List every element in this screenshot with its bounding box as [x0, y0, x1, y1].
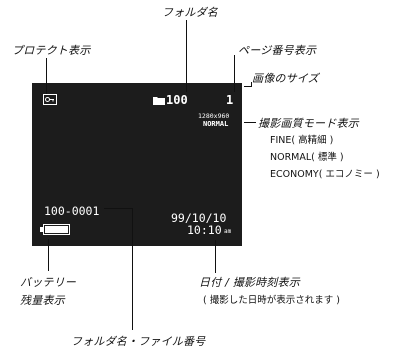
quality-mode-value: NORMAL: [203, 120, 229, 128]
file-number: 100-0001: [44, 204, 100, 218]
protect-leader: [46, 58, 47, 94]
file-number-leader-h: [104, 208, 133, 209]
ampm-indicator: am: [224, 228, 232, 235]
folder-icon: [153, 97, 165, 105]
folder-name-leader: [186, 20, 187, 92]
file-number-leader-v: [132, 208, 133, 330]
protect-key-icon: [43, 94, 57, 105]
camera-lcd-screen: 100 1 1280x960 NORMAL 100-0001 99/10/10 …: [32, 83, 242, 246]
image-size-leader-h: [244, 86, 252, 87]
quality-leader: [244, 122, 256, 123]
image-size-leader-v: [251, 82, 252, 87]
battery-label-line1: バッテリー: [20, 276, 76, 289]
battery-icon: [40, 224, 70, 235]
quality-mode-label: 撮影画質モード表示: [258, 117, 359, 130]
capture-date: 99/10/10: [171, 211, 227, 225]
datetime-note: ( 撮影した日時が表示されます ): [203, 295, 340, 306]
page-number-leader: [234, 55, 235, 92]
battery-label-line2: 残量表示: [20, 294, 65, 307]
protect-label: プロテクト表示: [12, 44, 91, 57]
quality-fine: FINE( 高精細 ): [270, 135, 334, 146]
battery-leader: [48, 239, 49, 271]
datetime-label: 日付 / 撮影時刻表示: [199, 276, 300, 289]
folder-file-label: フォルダ名・ファイル番号: [71, 335, 206, 348]
image-size-value: 1280x960: [198, 112, 230, 120]
image-size-label: 画像のサイズ: [252, 72, 319, 85]
capture-time: 10:10: [187, 223, 222, 237]
quality-economy: ECONOMY( エコノミー ): [270, 169, 380, 180]
folder-name-label: フォルダ名: [162, 6, 218, 19]
folder-number: 100: [166, 93, 188, 107]
page-number-label: ページ番号表示: [238, 44, 317, 57]
quality-normal: NORMAL( 標準 ): [270, 152, 344, 163]
datetime-leader: [215, 240, 216, 273]
page-number: 1: [226, 93, 234, 107]
